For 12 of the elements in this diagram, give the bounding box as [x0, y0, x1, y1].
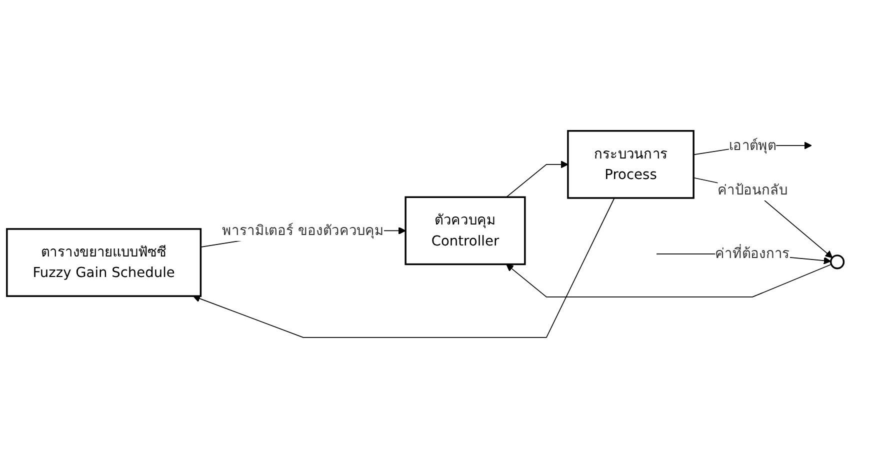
edge-label: เอาต์พุต	[728, 137, 776, 154]
arrow	[693, 178, 833, 258]
edge-label: พารามิเตอร์ ของตัวควบคุม	[222, 222, 384, 239]
arrow	[506, 161, 568, 198]
arrow	[506, 264, 832, 298]
edge-label: ค่าป้อนกลับ	[718, 182, 788, 198]
node-circle	[830, 254, 845, 270]
node-box: กระบวนการ Process	[567, 130, 694, 200]
edge-label: ค่าที่ต้องการ	[715, 246, 790, 262]
node-box: ตัวควบคุม Controller	[404, 196, 526, 266]
arrow	[192, 198, 615, 338]
node-box: ตารางขยายแบบฟัซซี Fuzzy Gain Schedule	[6, 228, 202, 298]
